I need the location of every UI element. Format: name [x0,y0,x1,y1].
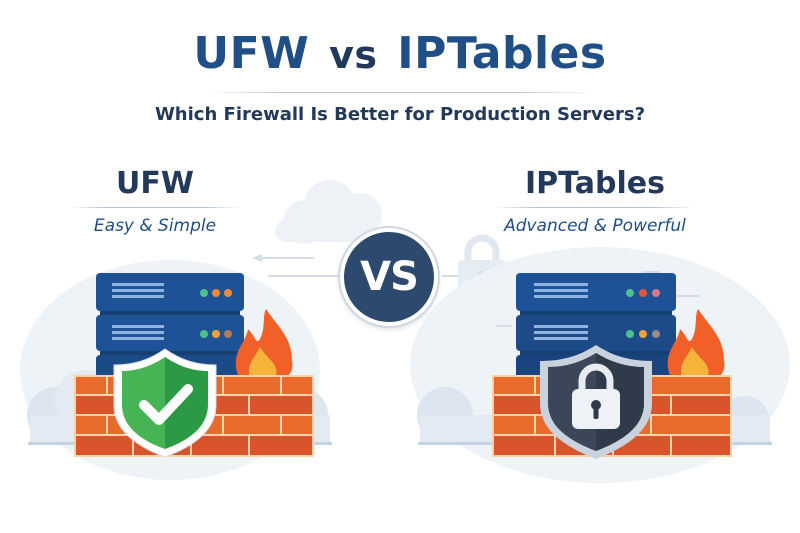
ufw-divider [70,207,240,208]
shield-check-icon [113,348,217,458]
title-vs: vs [329,33,378,77]
vs-badge: VS [340,228,438,326]
flame-icon [667,309,725,378]
iptables-name: IPTables [525,166,665,201]
title-iptables: IPTables [397,28,607,79]
title-ufw: UFW [193,28,310,79]
ufw-heading: UFW Easy & Simple [65,166,245,236]
shield-padlock-icon [540,345,652,459]
iptables-tagline: Advanced & Powerful [504,216,686,236]
ufw-illustration [74,273,314,458]
page-title: UFW vs IPTables [0,28,800,79]
page-subtitle: Which Firewall Is Better for Production … [154,104,646,125]
iptables-illustration [492,273,732,459]
ufw-name: UFW [116,166,194,201]
iptables-divider [495,207,695,208]
title-divider [205,92,595,93]
iptables-heading: IPTables Advanced & Powerful [480,166,710,236]
flame-icon [235,309,293,378]
ufw-tagline: Easy & Simple [93,216,217,236]
